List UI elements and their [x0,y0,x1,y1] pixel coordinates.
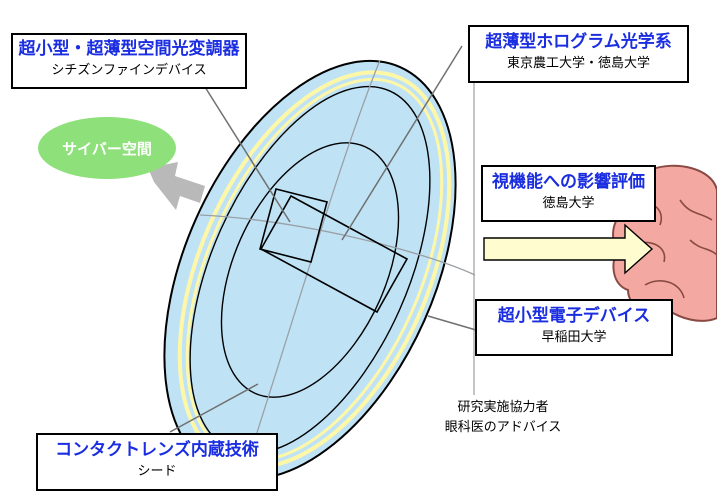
arrow-to-brain [483,223,654,275]
cyber-space-bubble: サイバー空間 [38,117,176,179]
device-affiliation: 早稲田大学 [541,330,607,346]
leader-line [341,45,463,241]
cyber-space-label: サイバー空間 [62,139,152,158]
contact-lens-illustration [163,59,457,481]
modulator-title: 超小型・超薄型空間光変調器 [18,39,240,59]
meridian-line [199,214,476,276]
device-chip [259,194,409,314]
optics-title: 超薄型ホログラム光学系 [485,32,672,52]
device-label-box: 超小型電子デバイス 早稲田大学 [475,299,673,356]
vision-affiliation: 徳島大学 [542,196,595,212]
optics-affiliation: 東京農工大学・徳島大学 [506,56,650,72]
modulator-affiliation: シチズンファインデバイス [51,63,207,79]
cooperator-note: 研究実施協力者 眼科医のアドバイス [418,398,588,438]
leader-line [204,86,291,223]
lens-label-box: コンタクトレンズ内蔵技術 シード [36,433,278,491]
vision-label-box: 視機能への影響評価 徳島大学 [481,165,656,222]
optics-label-box: 超薄型ホログラム光学系 東京農工大学・徳島大学 [468,25,689,83]
meridian-line [244,59,381,471]
lightning-icon [148,162,205,210]
leader-line [427,315,477,331]
lens-affiliation: シード [137,464,177,480]
vision-title: 視機能への影響評価 [492,172,645,192]
device-title: 超小型電子デバイス [497,306,651,326]
modulator-chip [259,188,328,263]
lens-title: コンタクトレンズ内蔵技術 [55,440,259,460]
modulator-label-box: 超小型・超薄型空間光変調器 シチズンファインデバイス [11,33,247,89]
cooperator-line1: 研究実施協力者 [457,400,549,415]
cooperator-line2: 眼科医のアドバイス [444,420,562,436]
leader-line [169,383,259,433]
